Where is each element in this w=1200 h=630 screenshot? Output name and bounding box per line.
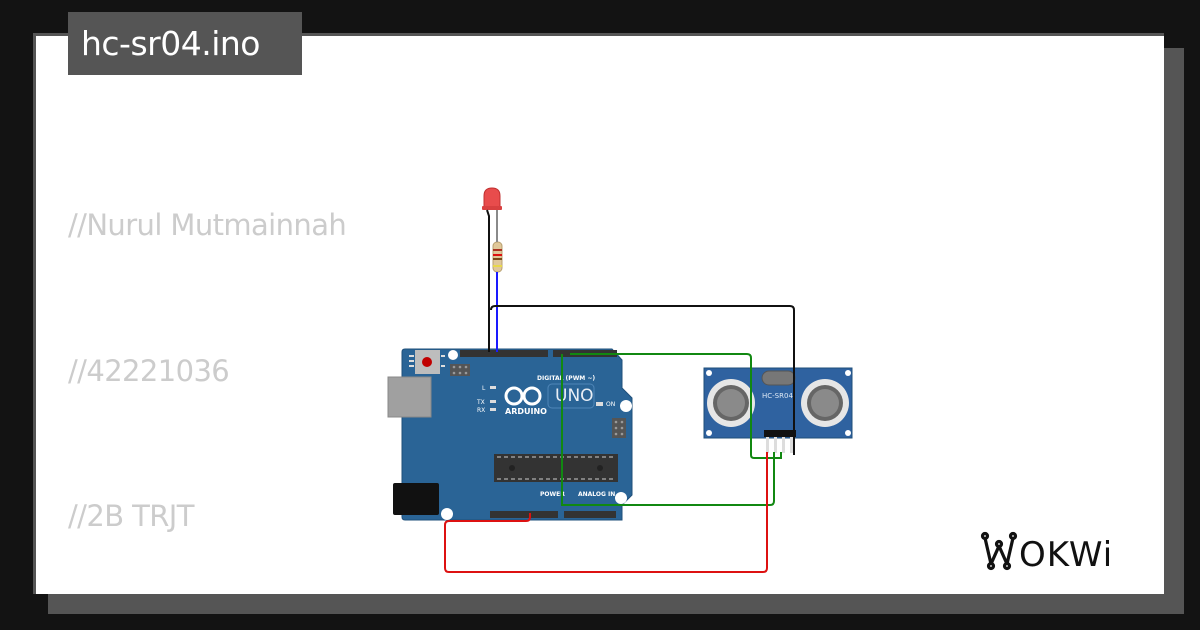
mount-hole (441, 508, 453, 520)
digital-header-label: DIGITAL (PWM ~) (537, 375, 595, 382)
arduino-uno-board[interactable]: UNO ARDUINO DIGITAL (PWM ~) ON POWER ANA… (387, 348, 633, 521)
power-label: POWER (540, 491, 565, 498)
code-preview: //Nurul Mutmainnah //42221036 //2B TRJT … (68, 104, 542, 594)
analog-label: ANALOG IN (578, 491, 615, 498)
led-label-l: L (482, 385, 486, 392)
wire-gnd-sensor-gnd[interactable] (490, 305, 795, 455)
code-line: //Nurul Mutmainnah (68, 208, 347, 242)
resistor[interactable] (492, 241, 503, 273)
usb-port (387, 376, 432, 418)
hc-sr04-sensor[interactable]: HC-SR04 (703, 367, 853, 453)
sensor-transducer-right (801, 379, 849, 427)
header-power[interactable] (490, 511, 558, 518)
file-name-tab: hc-sr04.ino (68, 12, 302, 75)
led-label-tx: TX (476, 399, 485, 406)
mount-hole (448, 350, 458, 360)
board-brand-label: ARDUINO (505, 407, 547, 416)
red-led[interactable] (482, 187, 502, 210)
wire-pin6-sensor-trig[interactable] (561, 354, 775, 506)
reset-button[interactable] (409, 350, 445, 374)
wire-5v-sensor-vcc[interactable] (444, 452, 768, 573)
mount-hole (620, 400, 632, 412)
header-top-left[interactable] (460, 350, 548, 357)
code-line: //42221036 (68, 353, 230, 388)
wokwi-logo: OKWi (980, 531, 1113, 574)
on-label: ON (606, 401, 615, 408)
header-analog[interactable] (564, 511, 616, 518)
mount-hole (615, 492, 627, 504)
arduino-logo (504, 386, 542, 406)
wokwi-logo-text: OKWi (1019, 535, 1113, 574)
sensor-label: HC-SR04 (762, 392, 793, 400)
power-jack (393, 483, 439, 515)
wire-led-cathode-gnd[interactable] (486, 209, 490, 352)
sensor-transducer-left (707, 379, 755, 427)
board-model-label: UNO (555, 386, 594, 406)
led-label-rx: RX (477, 407, 485, 414)
code-line: //2B TRJT (68, 499, 194, 533)
wire-pin5-sensor-echo[interactable] (570, 353, 782, 459)
preview-panel: //Nurul Mutmainnah //42221036 //2B TRJT … (33, 33, 1164, 594)
sensor-pin-header[interactable] (764, 430, 796, 437)
